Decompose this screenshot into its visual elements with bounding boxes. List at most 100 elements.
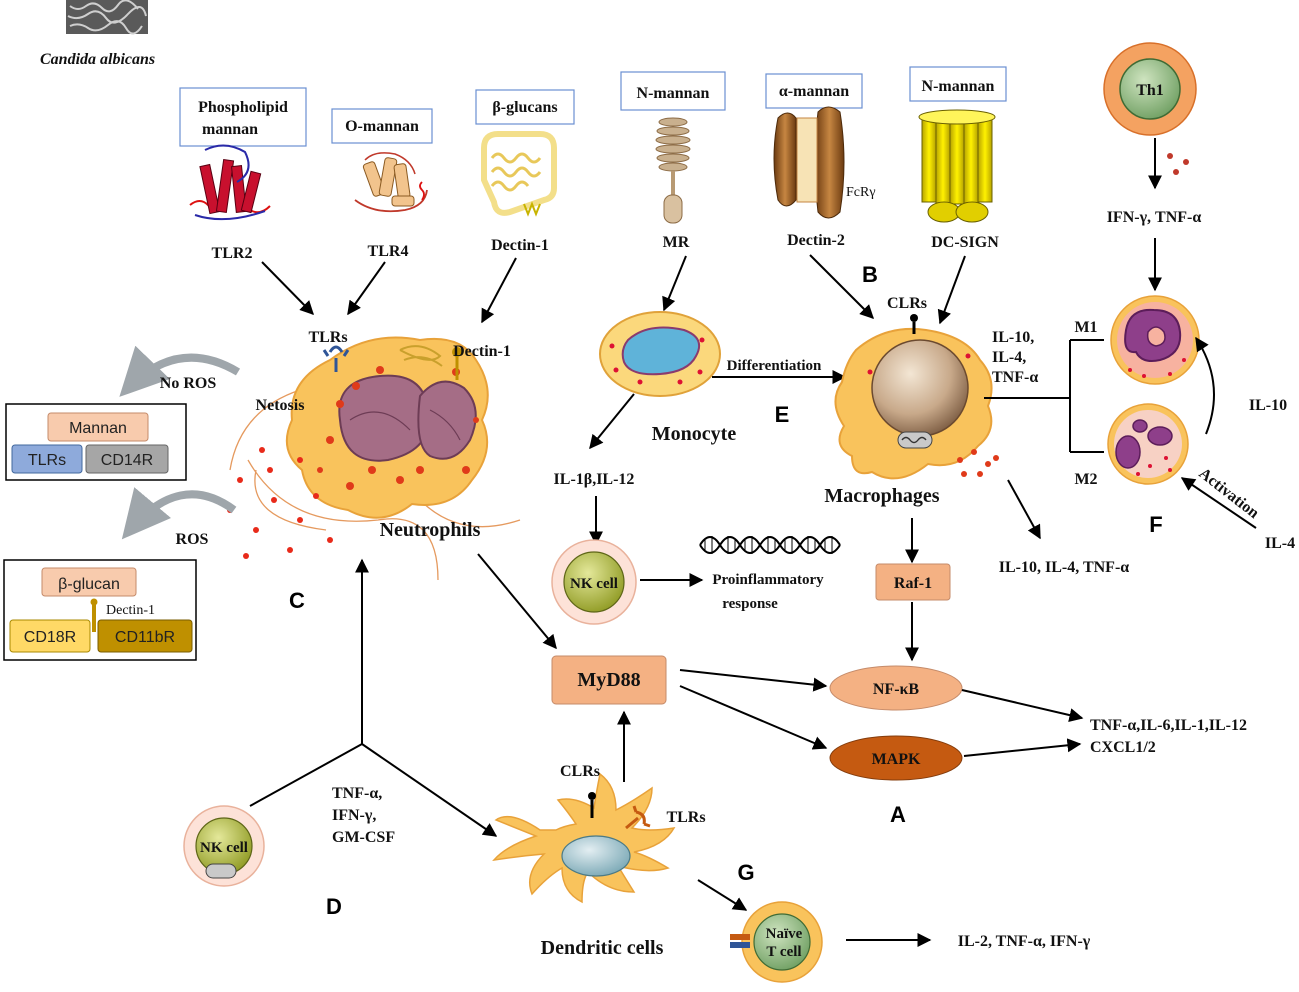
macrophage-cytokine-arrow xyxy=(1007,479,1041,540)
label-box-n-mannan-mr: N-mannan xyxy=(620,71,726,111)
neutrophil-dectin1-label: Dectin-1 xyxy=(453,343,511,360)
nk-cell-lower: NK cell xyxy=(183,805,265,887)
mapk-ellipse: MAPK xyxy=(829,735,963,781)
svg-text:mannan: mannan xyxy=(202,121,258,138)
output-cytokines-2: CXCL1/2 xyxy=(1090,739,1156,756)
m2-macrophage-cell xyxy=(1107,403,1189,485)
monocyte-cell xyxy=(599,311,721,397)
svg-text:MAPK: MAPK xyxy=(872,751,921,768)
beta-glucan-receptor-box: β-glucan Dectin-1 CD18R CD11bR xyxy=(3,559,197,661)
mac-cytokine-tnfa: TNF-α xyxy=(992,369,1038,386)
svg-text:CD14R: CD14R xyxy=(101,452,153,469)
dcsign-label: DC-SIGN xyxy=(931,234,999,251)
mannan-receptor-box: Mannan TLRs CD14R xyxy=(5,403,187,481)
monocyte-label: Monocyte xyxy=(652,423,737,445)
m1-label: M1 xyxy=(1074,319,1097,336)
svg-text:β-glucan: β-glucan xyxy=(58,576,120,593)
m1-macrophage-cell xyxy=(1110,295,1200,385)
dectin1-structure-icon xyxy=(481,131,557,217)
no-ros-label: No ROS xyxy=(160,375,217,392)
tlr2-structure-icon xyxy=(189,144,271,221)
candida-micrograph xyxy=(66,0,148,35)
tcell-output-cytokines: IL-2, TNF-α, IFN-γ xyxy=(958,933,1091,950)
dc-tlr-receptor-icon xyxy=(625,805,651,830)
svg-text:N-mannan: N-mannan xyxy=(922,78,995,95)
mr-structure-icon xyxy=(655,117,691,224)
nk-cytokine-ifng: IFN-γ, xyxy=(332,807,376,824)
panel-letter-b: B xyxy=(862,262,878,287)
il10-curved-arrow xyxy=(1195,336,1215,435)
dc-to-tcell-arrow xyxy=(697,879,748,911)
panel-letter-e: E xyxy=(775,402,790,427)
nk-branch-lines xyxy=(249,558,498,837)
panel-letter-c: C xyxy=(289,588,305,613)
dendritic-cells-label: Dendritic cells xyxy=(541,937,664,959)
label-box-n-mannan-dcsign: N-mannan xyxy=(909,66,1007,102)
dectin2-structure-icon: FcRγ xyxy=(773,106,876,219)
svg-text:CD11bR: CD11bR xyxy=(115,629,175,646)
mac-cytokine-il10: IL-10, xyxy=(992,329,1034,346)
no-ros-curved-arrow xyxy=(119,345,241,397)
macrophages-label: Macrophages xyxy=(824,485,939,507)
response-label: response xyxy=(722,596,778,612)
panel-letter-f: F xyxy=(1149,512,1162,537)
mapk-to-output-arrow xyxy=(963,738,1082,757)
fcr-label: FcRγ xyxy=(846,185,876,200)
svg-text:CD18R: CD18R xyxy=(24,629,76,646)
panel-letter-g: G xyxy=(737,860,754,885)
svg-text:NF-κB: NF-κB xyxy=(873,681,920,698)
svg-text:T cell: T cell xyxy=(766,944,801,960)
receptor-arrows xyxy=(261,254,966,325)
ros-label: ROS xyxy=(176,531,209,548)
dc-clrs-label: CLRs xyxy=(560,763,600,780)
dectin2-label: Dectin-2 xyxy=(787,232,845,249)
th1-secreted-dots xyxy=(1167,153,1189,175)
ifn-tnf-label: IFN-γ, TNF-α xyxy=(1107,209,1202,226)
neutrophil-tlrs-label: TLRs xyxy=(308,329,347,346)
monocyte-to-cytokine-arrow xyxy=(589,393,635,450)
svg-text:NK cell: NK cell xyxy=(200,840,248,856)
nk-cell-upper: NK cell xyxy=(551,539,637,625)
neutrophils-label: Neutrophils xyxy=(380,519,481,541)
svg-text:MyD88: MyD88 xyxy=(577,669,640,691)
label-box-phospholipid-mannan: Phospholipid mannan xyxy=(179,87,307,147)
m1-m2-bracket xyxy=(984,339,1104,453)
label-box-alpha-mannan: α-mannan xyxy=(765,73,863,109)
th1-cell: Th1 xyxy=(1103,42,1197,136)
panel-letter-a: A xyxy=(890,802,906,827)
svg-text:Th1: Th1 xyxy=(1136,82,1164,99)
panel-letter-d: D xyxy=(326,894,342,919)
netosis-label: Netosis xyxy=(256,397,305,414)
neutrophil-cell xyxy=(227,336,521,581)
svg-text:N-mannan: N-mannan xyxy=(637,85,710,102)
svg-text:β-glucans: β-glucans xyxy=(492,99,557,116)
label-box-beta-glucans: β-glucans xyxy=(475,89,575,125)
label-box-o-mannan: O-mannan xyxy=(331,108,433,144)
tlr2-label: TLR2 xyxy=(212,245,253,262)
naive-t-cell: Naïve T cell xyxy=(730,901,823,983)
svg-text:TLRs: TLRs xyxy=(28,452,66,469)
nk-cytokine-tnfa: TNF-α, xyxy=(332,785,382,802)
output-cytokines-1: TNF-α,IL-6,IL-1,IL-12 xyxy=(1090,717,1247,734)
dcsign-structure-icon xyxy=(918,109,996,223)
svg-text:Phospholipid: Phospholipid xyxy=(198,99,288,116)
raf1-box: Raf-1 xyxy=(875,563,951,601)
neutrophil-to-myd88-arrow xyxy=(477,553,557,650)
neutrophil-dectin1-receptor-icon xyxy=(452,347,462,380)
proinflammatory-label: Proinflammatory xyxy=(712,572,824,588)
activation-arrow xyxy=(1180,477,1257,529)
species-label: Candida albicans xyxy=(40,51,155,68)
m2-label: M2 xyxy=(1074,471,1097,488)
mac-cytokine-il4: IL-4, xyxy=(992,349,1026,366)
tlr4-structure-icon xyxy=(354,152,428,213)
mac-lower-cytokines: IL-10, IL-4, TNF-α xyxy=(999,559,1129,576)
nfkb-to-output-arrow xyxy=(961,689,1084,722)
dendritic-cell xyxy=(492,772,676,904)
dna-helix-icon xyxy=(699,536,841,554)
svg-text:O-mannan: O-mannan xyxy=(345,118,419,135)
svg-text:Naïve: Naïve xyxy=(766,926,803,942)
svg-text:Dectin-1: Dectin-1 xyxy=(106,603,155,618)
nfkb-ellipse: NF-κB xyxy=(829,665,963,711)
differentiation-label: Differentiation xyxy=(727,358,822,374)
